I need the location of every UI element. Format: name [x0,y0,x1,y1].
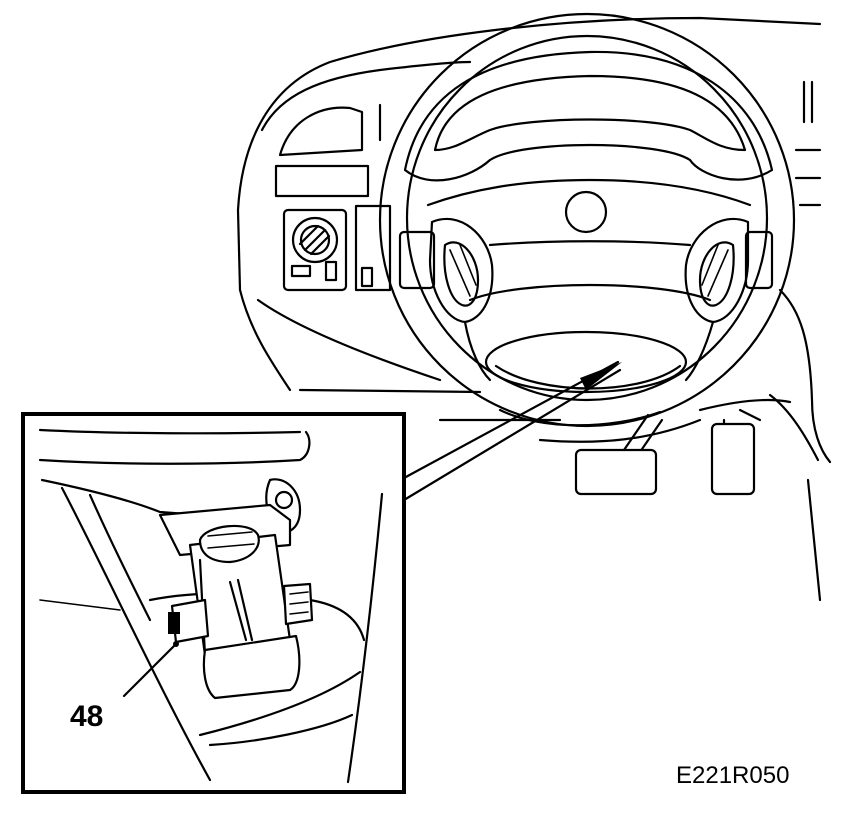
dashboard [236,16,832,602]
steering-wheel [378,12,796,428]
figure-code: E221R050 [676,762,790,789]
zoom-pointer [402,360,622,502]
detail-inset [21,412,406,794]
callout-number-48: 48 [70,700,104,733]
